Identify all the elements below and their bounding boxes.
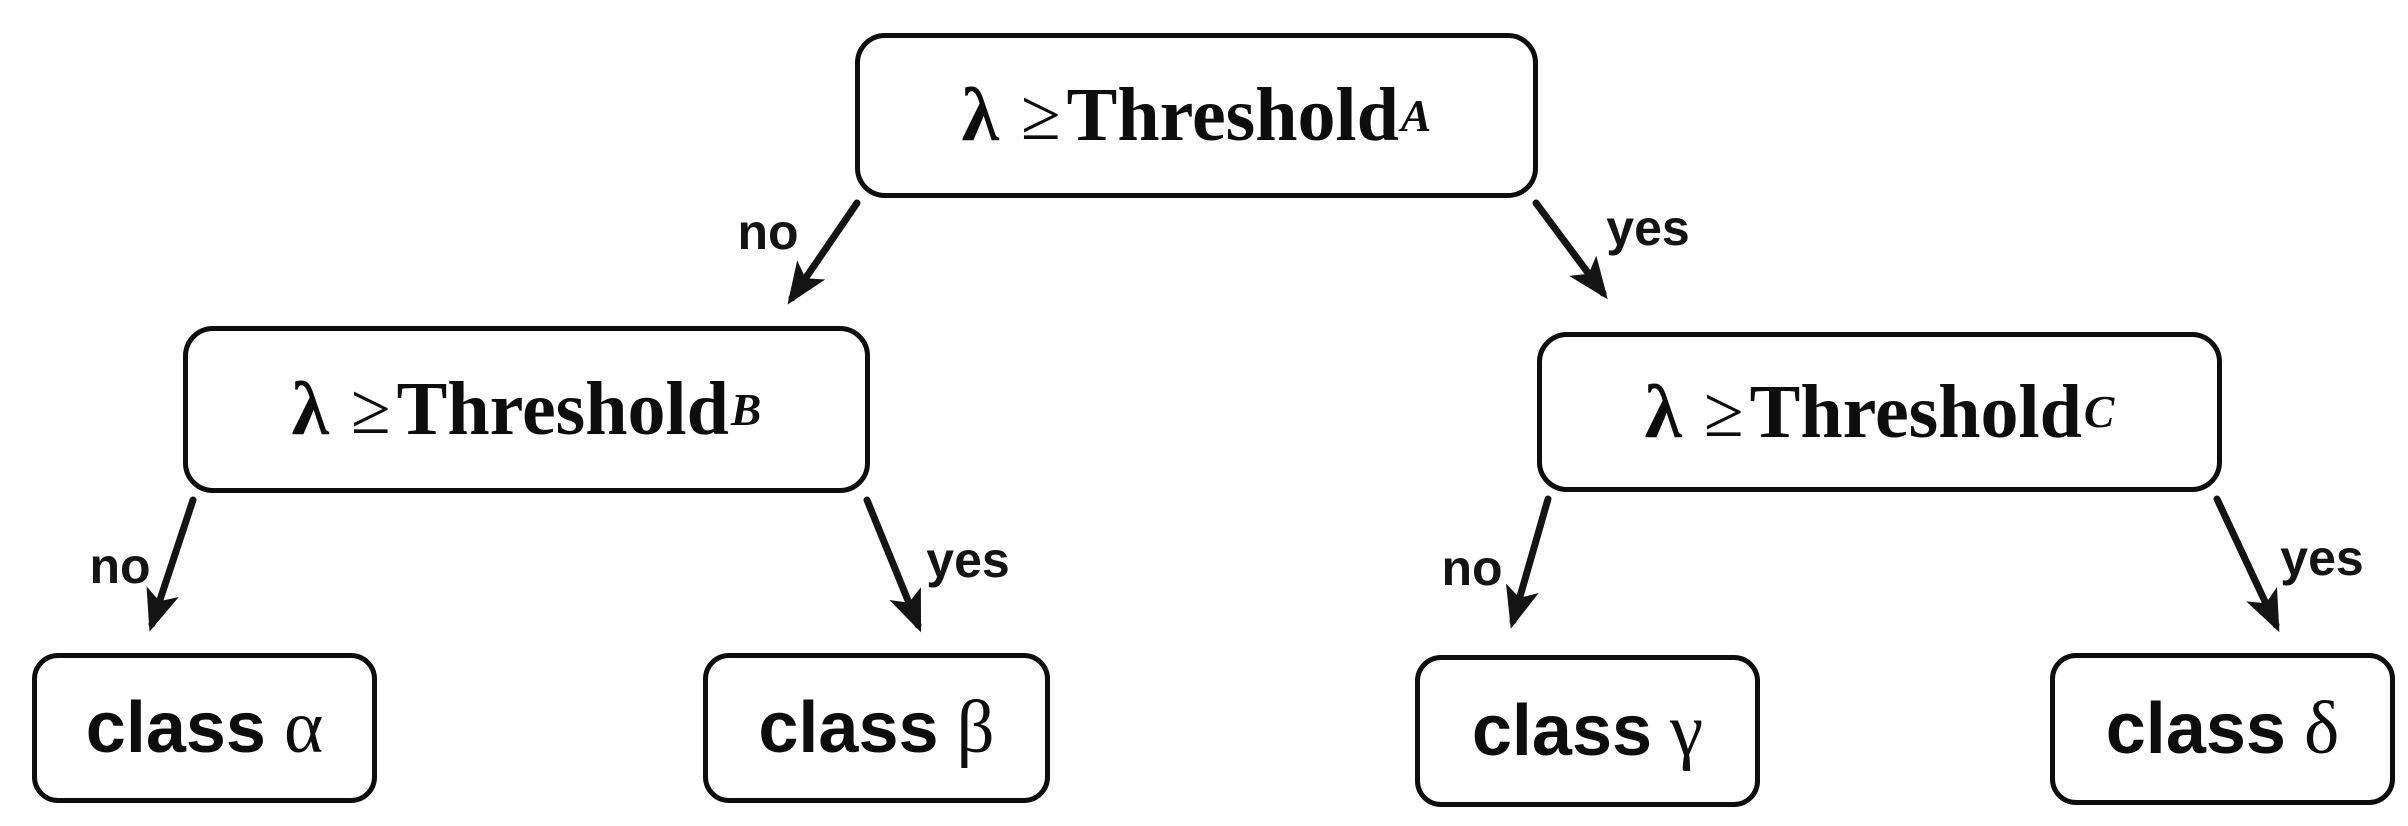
edge-arrow-a-yes (1532, 199, 1608, 300)
geq-operator: ≥ (1704, 371, 1744, 452)
class-symbol-alpha: α (283, 686, 324, 769)
lambda-symbol: λ (291, 367, 329, 451)
edge-label-c-no: no (1441, 540, 1503, 596)
geq-operator: ≥ (1021, 75, 1061, 155)
lambda-symbol: λ (1644, 369, 1682, 454)
threshold-label: Threshold (1749, 369, 2082, 454)
threshold-label: Threshold (396, 367, 729, 451)
lambda-symbol: λ (961, 73, 999, 157)
edge-arrow-b-no (146, 496, 197, 632)
edge-arrow-c-no (1506, 495, 1552, 629)
edge-label-c-yes: yes (2280, 530, 2364, 586)
class-label: class (758, 688, 939, 768)
geq-operator: ≥ (351, 369, 391, 449)
edge-arrow-c-yes (2213, 495, 2280, 633)
edge-label-b-no: no (89, 538, 151, 594)
threshold-label: Threshold (1066, 73, 1399, 157)
class-symbol-beta: β (956, 686, 995, 769)
class-label: class (85, 688, 266, 768)
class-symbol-gamma: γ (1670, 689, 1704, 772)
edge-label-b-yes: yes (926, 532, 1010, 588)
edge-label-a-no: no (737, 204, 799, 260)
edge-arrow-b-yes (863, 496, 922, 633)
edge-label-a-yes: yes (1606, 200, 1690, 256)
class-symbol-delta: δ (2303, 687, 2340, 770)
edge-arrow-a-no (787, 199, 861, 305)
class-label: class (2105, 689, 2286, 769)
class-label: class (1471, 691, 1653, 771)
